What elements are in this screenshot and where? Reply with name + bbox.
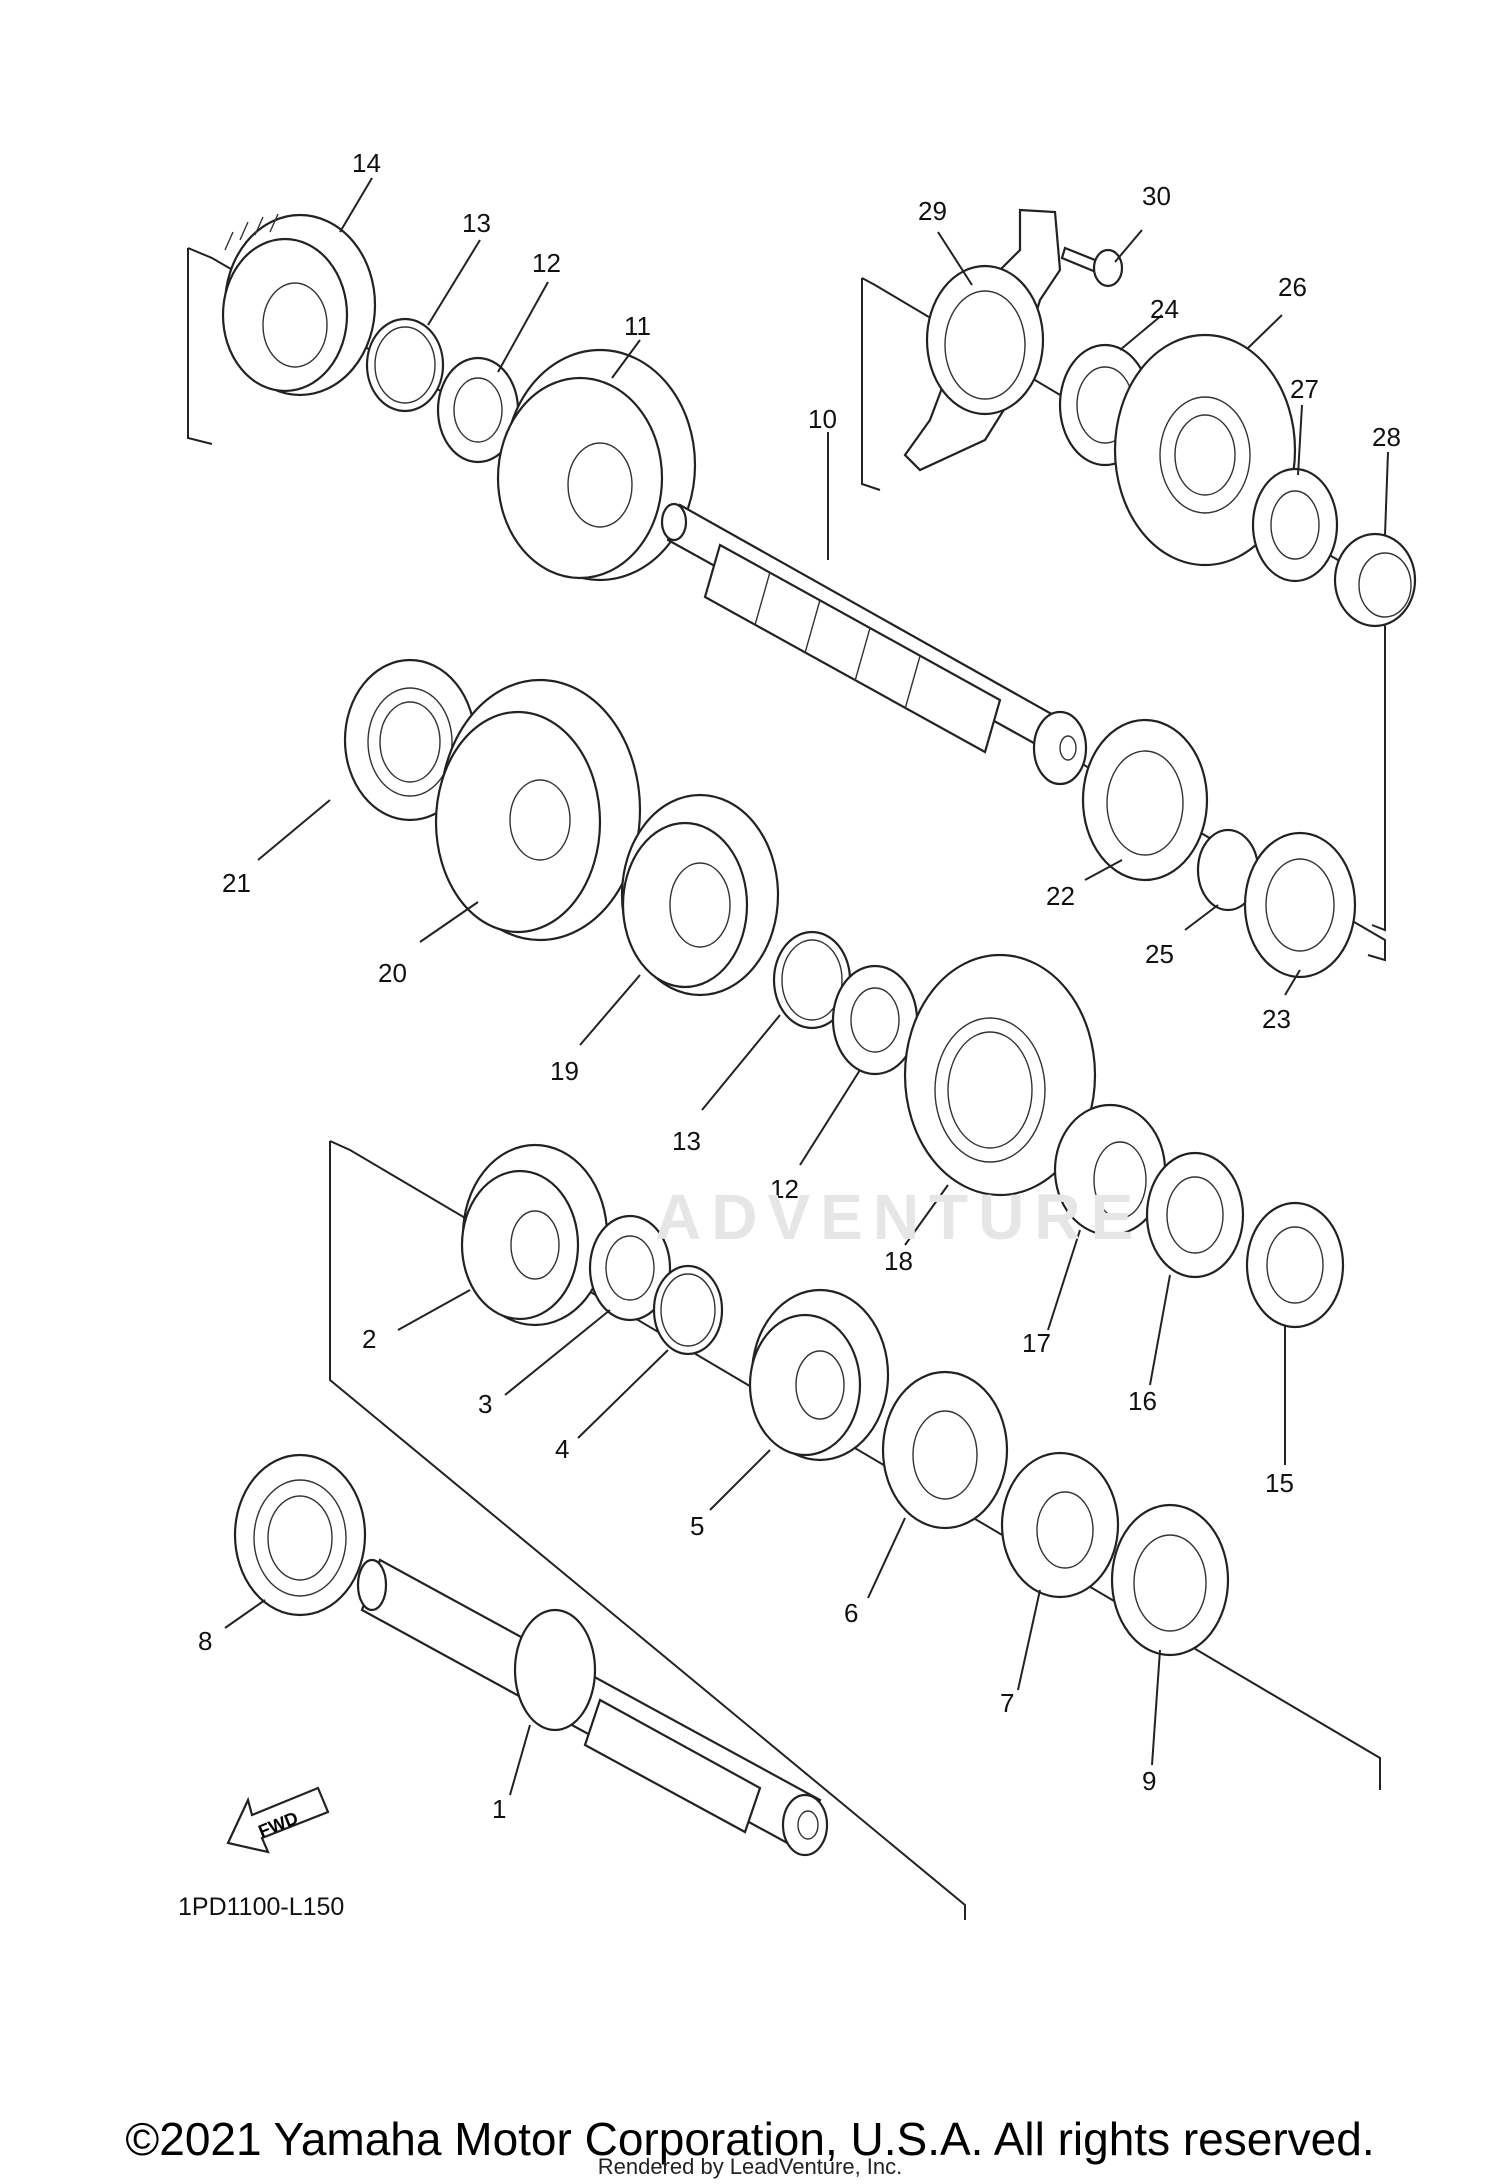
callout-27: 27 [1290,374,1319,404]
callout-12: 12 [532,248,561,278]
part-9-bearing [1110,1503,1230,1657]
callout-16: 16 [1128,1386,1157,1416]
callout-2: 2 [362,1324,376,1354]
part-15-lock-washer [1245,1201,1345,1329]
part-19-gear [620,793,780,997]
callout-24: 24 [1150,294,1179,324]
part-10-main-shaft [660,502,1088,786]
upper-shaft-bracket-left [187,248,213,445]
part-13-circlip [365,317,445,413]
part-14-gear [221,213,377,397]
callout-14: 14 [352,148,381,178]
part-30-bolt [1060,246,1124,288]
part-26-sprocket-gear [1113,333,1297,567]
diagram-code: 1PD1100-L150 [178,1893,345,1921]
callout-13-lower: 13 [672,1126,701,1156]
callout-28: 28 [1372,422,1401,452]
part-23-oil-seal [1243,831,1357,979]
callout-10: 10 [808,404,837,434]
part-28-nut [1333,532,1417,628]
part-6-gear [881,1370,1009,1530]
right-subassembly-bracket-left [861,278,881,491]
part-2-gear [460,1143,609,1327]
copyright-notice: ©2021 Yamaha Motor Corporation, U.S.A. A… [125,2113,1375,2165]
callout-20: 20 [378,958,407,988]
part-7-gear [1000,1451,1120,1599]
callout-29: 29 [918,196,947,226]
part-29-plate [903,208,1062,472]
part-16-lock-washer [1145,1151,1245,1279]
callout-6: 6 [844,1598,858,1628]
part-5-gear [748,1288,890,1462]
part-18-gear [903,953,1097,1197]
part-4-circlip [652,1264,724,1356]
upper-shaft-bracket [187,247,1386,962]
callout-25: 25 [1145,939,1174,969]
callout-17: 17 [1022,1328,1051,1358]
watermark: ADVENTURE [655,1181,1144,1253]
lower-shaft-bracket-top [329,1140,1381,1790]
callout-21: 21 [222,868,251,898]
callout-7: 7 [1000,1688,1014,1718]
part-1-drive-shaft [356,1558,829,1857]
callout-30: 30 [1142,181,1171,211]
rendered-by-notice: Rendered by LeadVenture, Inc. [597,2154,903,2179]
part-22-bearing [1081,718,1209,882]
part-12-washer [436,356,520,464]
callout-18: 18 [884,1246,913,1276]
part-3-washer [588,1214,672,1322]
callout-5: 5 [690,1511,704,1541]
callout-4: 4 [555,1434,569,1464]
part-27-washer [1251,467,1339,583]
callout-9: 9 [1142,1766,1156,1796]
fwd-arrow-icon: FWD [226,1786,330,1854]
callout-12-lower: 12 [770,1174,799,1204]
callout-26: 26 [1278,272,1307,302]
part-11-gear [496,348,697,582]
callout-11: 11 [624,311,651,341]
callout-23: 23 [1262,1004,1291,1034]
part-8-bearing [233,1453,367,1617]
callout-15: 15 [1265,1468,1294,1498]
callout-22: 22 [1046,881,1075,911]
callout-3: 3 [478,1389,492,1419]
lower-shaft-bracket-left [329,1141,966,1920]
callout-19: 19 [550,1056,579,1086]
callout-8: 8 [198,1626,212,1656]
callout-leader-lines [224,177,1389,1796]
callout-1: 1 [492,1794,506,1824]
part-20-gear [434,678,642,942]
callout-13: 13 [462,208,491,238]
part-12-washer-second [831,964,919,1076]
